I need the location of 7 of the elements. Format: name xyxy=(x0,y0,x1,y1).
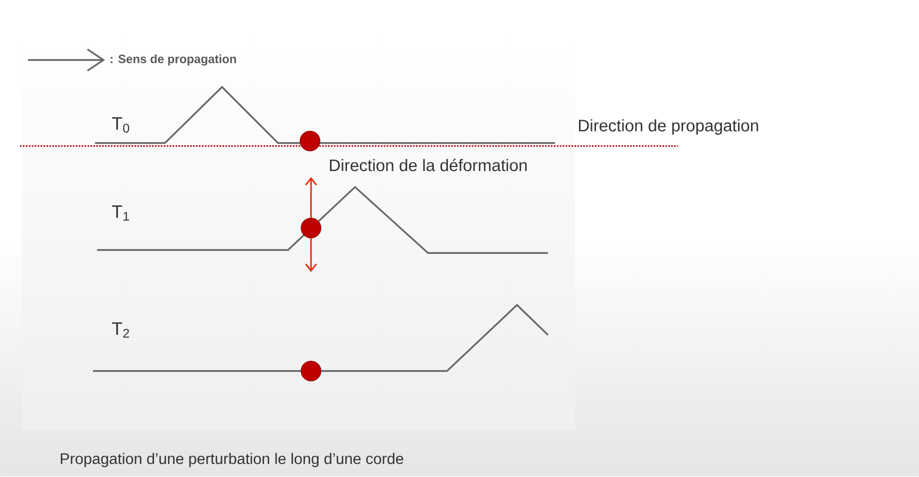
caption: Propagation d’une perturbation le long d’une corde xyxy=(60,452,404,468)
annotation-text: Direction de propagation xyxy=(578,119,758,135)
legend-text: : Sens de propagation xyxy=(110,54,236,66)
time-label: T$_{2}$ xyxy=(112,322,129,338)
time-label: T$_{1}$ xyxy=(112,205,129,221)
annotation-text: Direction de la déformation xyxy=(330,158,527,172)
time-label: T$_{0}$ xyxy=(112,117,130,133)
